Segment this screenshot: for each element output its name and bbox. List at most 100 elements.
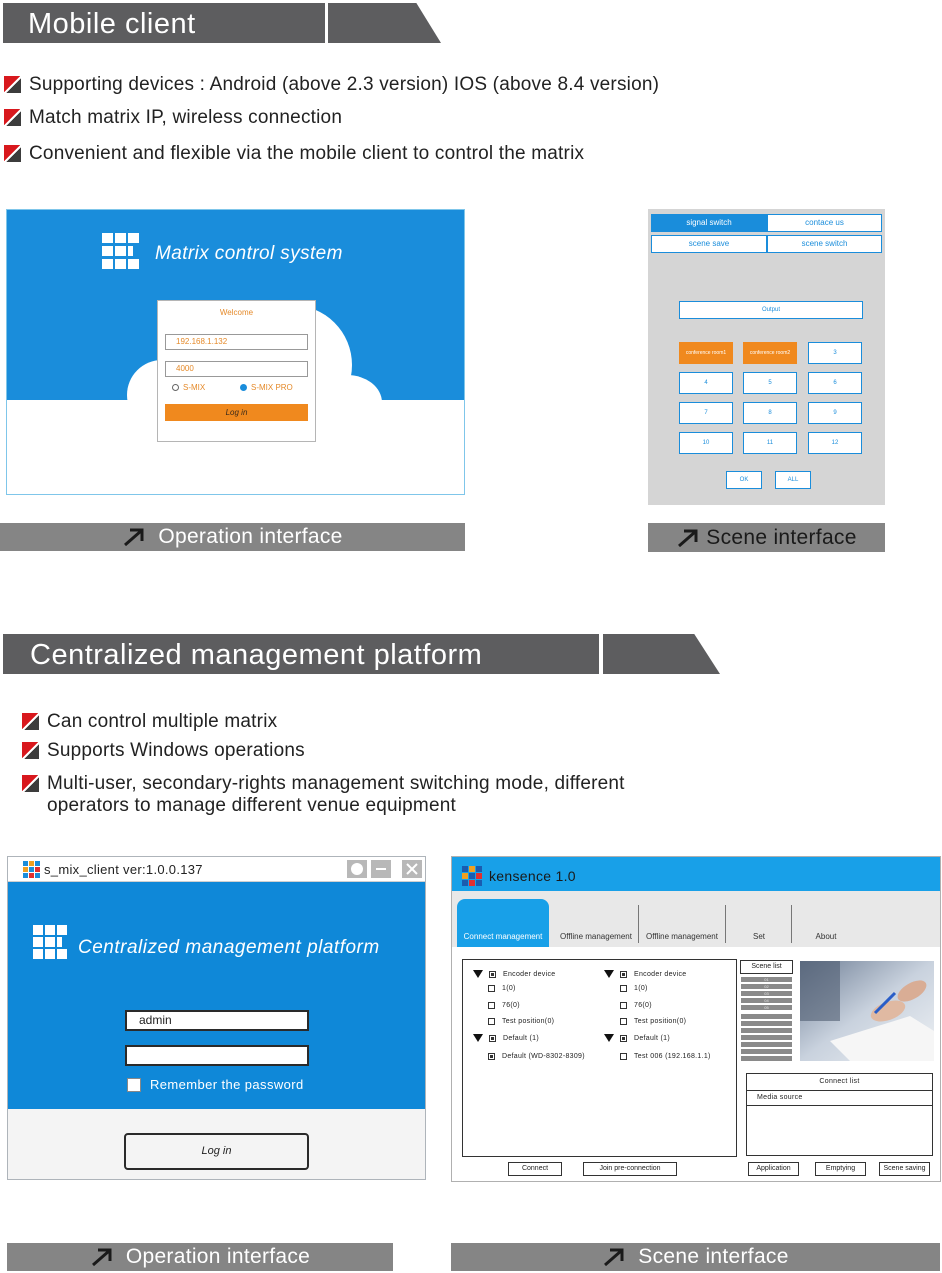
- scene-button[interactable]: conference room1: [679, 342, 733, 364]
- scene-button[interactable]: 6: [808, 372, 862, 394]
- radio-smix[interactable]: S-MIX: [172, 383, 205, 392]
- scene-saving-button[interactable]: Scene saving: [879, 1162, 930, 1176]
- login-button[interactable]: Log in: [124, 1133, 309, 1170]
- all-button[interactable]: ALL: [775, 471, 811, 489]
- scene-list-empty-row[interactable]: [741, 1056, 792, 1061]
- login-button[interactable]: Log in: [165, 404, 308, 421]
- feature-bullet: Convenient and flexible via the mobile c…: [4, 143, 584, 165]
- scene-list-item[interactable]: 04: [741, 998, 792, 1003]
- join-pre-connection-button[interactable]: Join pre-connection: [583, 1162, 677, 1176]
- tree-label: 76(0): [634, 1002, 652, 1009]
- tree-item[interactable]: 1(0): [488, 985, 516, 992]
- scene-button[interactable]: 12: [808, 432, 862, 454]
- matrix-logo-icon: [33, 925, 67, 959]
- tab-connect-management[interactable]: Connect management: [457, 899, 549, 947]
- password-input[interactable]: [125, 1045, 309, 1066]
- scene-list-empty-row[interactable]: [741, 1014, 792, 1019]
- checkbox-icon: [620, 1053, 627, 1060]
- scene-list-empty-row[interactable]: [741, 1035, 792, 1040]
- checkbox-icon: [620, 1018, 627, 1025]
- connect-list-header: Connect list: [746, 1078, 933, 1085]
- tree-group[interactable]: Default (1): [473, 1034, 539, 1042]
- section-header-separator: [599, 634, 602, 674]
- checkbox-icon: [620, 1002, 627, 1009]
- tree-item[interactable]: Default (WD-8302-8309): [488, 1053, 585, 1060]
- tree-label: Test 006 (192.168.1.1): [634, 1053, 711, 1060]
- scene-button[interactable]: 3: [808, 342, 862, 364]
- tree-item[interactable]: 76(0): [620, 1002, 652, 1009]
- device-tree-panel: [462, 959, 737, 1157]
- media-source-label: Media source: [757, 1094, 803, 1101]
- tree-item[interactable]: Test position(0): [488, 1018, 554, 1025]
- tree-label: Encoder device: [503, 970, 556, 978]
- media-source-row[interactable]: Media source: [757, 1094, 803, 1101]
- tree-item[interactable]: Test position(0): [620, 1018, 686, 1025]
- scene-button[interactable]: 5: [743, 372, 797, 394]
- caption-text: Operation interface: [125, 1245, 311, 1268]
- bullet-flag-icon: [22, 713, 39, 730]
- scene-button[interactable]: conference room2: [743, 342, 797, 364]
- username-input[interactable]: admin: [125, 1010, 309, 1031]
- scene-list-item[interactable]: 01: [741, 977, 792, 982]
- bullet-text: Convenient and flexible via the mobile c…: [29, 143, 585, 164]
- port-input[interactable]: 4000: [165, 361, 308, 377]
- expand-triangle-icon: [604, 970, 614, 978]
- scene-list-item[interactable]: 05: [741, 1005, 792, 1010]
- tab-contact-us[interactable]: contace us: [767, 214, 882, 232]
- tree-item[interactable]: 76(0): [488, 1002, 520, 1009]
- tab-offline-management-2[interactable]: Offline management: [646, 932, 718, 941]
- remember-password-checkbox[interactable]: Remember the password: [127, 1077, 304, 1092]
- tree-group[interactable]: Encoder device: [604, 970, 686, 978]
- tab-set[interactable]: Set: [752, 932, 765, 941]
- scene-list-item[interactable]: 02: [741, 984, 792, 989]
- scene-list-empty-row[interactable]: [741, 1042, 792, 1047]
- scene-list-empty-row[interactable]: [741, 1049, 792, 1054]
- expand-triangle-icon: [604, 1034, 614, 1042]
- scene-list-empty-row[interactable]: [741, 1028, 792, 1033]
- tree-label: Default (WD-8302-8309): [502, 1053, 585, 1060]
- bullet-text: Supports Windows operations: [47, 740, 305, 761]
- feature-bullet: Supporting devices : Android (above 2.3 …: [4, 74, 659, 96]
- scene-button[interactable]: 7: [679, 402, 733, 424]
- tree-group[interactable]: Encoder device: [473, 970, 555, 978]
- tab-signal-switch[interactable]: signal switch: [651, 214, 767, 232]
- kensence-window: kensence 1.0 Connect management Offline …: [451, 856, 941, 1182]
- checkbox-icon: [489, 970, 496, 978]
- scene-button[interactable]: 11: [743, 432, 797, 454]
- scene-list-empty-row[interactable]: [741, 1021, 792, 1026]
- radio-smix-pro[interactable]: S-MIX PRO: [240, 383, 293, 392]
- close-button[interactable]: [401, 859, 423, 879]
- connect-list-panel: [746, 1073, 933, 1156]
- scene-button[interactable]: 9: [808, 402, 862, 424]
- radio-label: S-MIX: [183, 383, 206, 392]
- record-button[interactable]: [346, 859, 368, 879]
- app-logo-icon: [23, 861, 40, 878]
- app-title: Matrix control system: [155, 243, 343, 264]
- emptying-button[interactable]: Emptying: [815, 1162, 866, 1176]
- radio-selected-icon: [240, 384, 247, 391]
- scene-button[interactable]: 10: [679, 432, 733, 454]
- tree-group[interactable]: Default (1): [604, 1034, 670, 1042]
- circle-icon: [351, 863, 363, 875]
- minimize-button[interactable]: [370, 859, 392, 879]
- ok-button[interactable]: OK: [726, 471, 762, 489]
- tab-offline-management[interactable]: Offline management: [560, 932, 632, 941]
- checkbox-icon: [620, 970, 627, 978]
- mobile-scene-screen: signal switch contace us scene save scen…: [648, 209, 885, 505]
- tab-about[interactable]: About: [815, 932, 837, 941]
- application-button[interactable]: Application: [748, 1162, 799, 1176]
- tree-item[interactable]: 1(0): [620, 985, 648, 992]
- checkbox-icon: [620, 985, 627, 992]
- tab-scene-switch[interactable]: scene switch: [767, 235, 882, 253]
- close-icon: [406, 863, 418, 875]
- radio-label: S-MIX PRO: [251, 383, 293, 392]
- tree-label: Default (1): [503, 1034, 539, 1042]
- scene-button[interactable]: 4: [679, 372, 733, 394]
- tab-scene-save[interactable]: scene save: [651, 235, 767, 253]
- feature-bullet: Match matrix IP, wireless connection: [4, 107, 342, 129]
- ip-address-input[interactable]: 192.168.1.132: [165, 334, 308, 350]
- scene-button[interactable]: 8: [743, 402, 797, 424]
- tree-item[interactable]: Test 006 (192.168.1.1): [620, 1053, 711, 1060]
- scene-list-item[interactable]: 03: [741, 991, 792, 996]
- connect-button[interactable]: Connect: [508, 1162, 562, 1176]
